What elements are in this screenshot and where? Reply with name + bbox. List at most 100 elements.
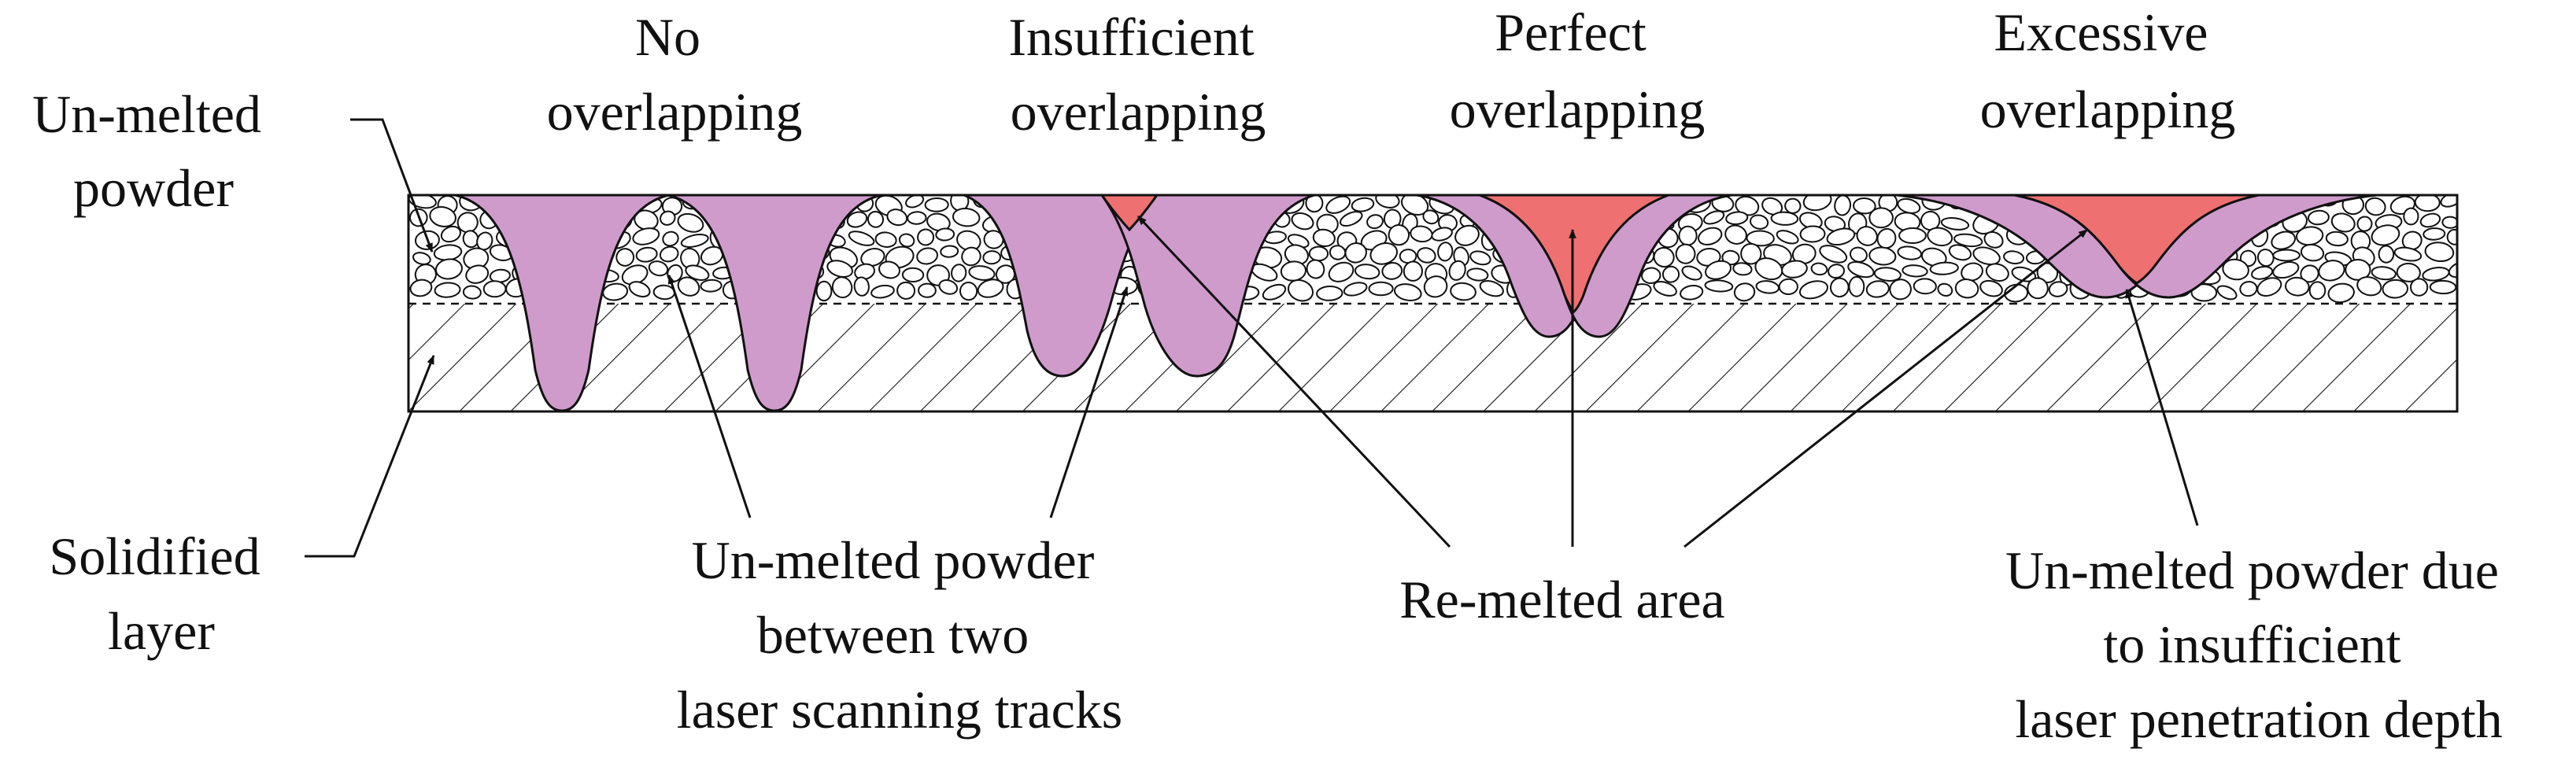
powder-particle (1746, 230, 1775, 247)
powder-particle (848, 231, 875, 246)
powder-particle (907, 211, 927, 225)
leader-between-left (667, 274, 752, 518)
powder-particle (1819, 245, 1848, 264)
powder-particle (1799, 225, 1826, 243)
powder-particle (1448, 260, 1466, 281)
powder-particle (1961, 262, 1983, 282)
powder-particle (1954, 279, 1979, 299)
powder-particle (1698, 227, 1723, 245)
powder-particle (1343, 282, 1368, 297)
powder-particle (854, 263, 875, 281)
powder-particle (959, 281, 978, 301)
powder-particle (952, 208, 981, 227)
powder-particle (1344, 242, 1367, 264)
powder-particle (2222, 258, 2249, 281)
powder-particle (1913, 278, 1937, 295)
powder-particle (1287, 279, 1314, 302)
powder-particle (677, 212, 704, 233)
powder-particle (1937, 282, 1953, 297)
powder-particle (1983, 231, 2004, 249)
label-unmelted-insufficient-penetration: Un-melted powder due to insufficient las… (2005, 540, 2512, 749)
powder-particle (1778, 278, 1798, 296)
powder-particle (412, 252, 431, 265)
powder-particle (1328, 261, 1355, 282)
leader-lines (305, 118, 2199, 558)
powder-particle (2330, 212, 2356, 233)
powder-particle (924, 197, 949, 212)
powder-particle (1781, 260, 1808, 279)
powder-particle (1291, 212, 1314, 231)
powder-particle (1381, 262, 1403, 280)
powder-particle (1770, 211, 1799, 226)
powder-particle (685, 264, 710, 281)
powder-particle (1681, 265, 1702, 281)
powder-particle (2345, 258, 2371, 281)
powder-particle (1339, 211, 1363, 227)
powder-particle (1394, 283, 1422, 301)
powder-particle (2318, 260, 2345, 282)
powder-particle (1450, 282, 1476, 301)
label-solidified-layer: Solidified layer (49, 526, 273, 661)
powder-particle (1940, 217, 1970, 231)
powder-particle (1848, 275, 1865, 297)
powder-particle (831, 276, 853, 299)
label-unmelted-powder: Un-melted powder (32, 84, 275, 218)
leader-between-right (1049, 286, 1129, 518)
leader-remelted-insufficient (1136, 215, 1451, 548)
leader-unmelted-powder (350, 118, 434, 253)
powder-particle (2256, 277, 2282, 297)
powder-particle (1853, 197, 1876, 215)
heading-perfect-overlapping: Perfect overlapping (1450, 2, 1706, 139)
powder-particle (983, 230, 1004, 249)
powder-particle (659, 245, 679, 263)
powder-particle (935, 227, 955, 242)
powder-particle (1312, 228, 1336, 247)
powder-particle (434, 282, 461, 298)
powder-particle (2382, 279, 2409, 299)
powder-particle (1754, 257, 1783, 281)
powder-particle (901, 267, 925, 283)
powder-particle (1308, 245, 1329, 262)
powder-particle (853, 276, 870, 297)
powder-particle (878, 260, 900, 279)
powder-particle (2048, 281, 2068, 297)
powder-particle (1847, 260, 1875, 279)
powder-particle (1454, 224, 1480, 246)
powder-particle (918, 282, 937, 298)
melt-pool-insufficient-right (1100, 194, 1315, 378)
powder-particle (1725, 211, 1749, 226)
powder-particle (1369, 242, 1398, 265)
powder-particle (482, 280, 507, 298)
powder-particle (1810, 262, 1828, 276)
powder-particle (815, 280, 833, 302)
powder-particle (2371, 266, 2397, 281)
powder-particle (2448, 260, 2457, 279)
powder-particle (1368, 281, 1394, 297)
powder-particle (2414, 195, 2441, 212)
powder-particle (2410, 278, 2429, 297)
powder-particle (1776, 230, 1799, 245)
powder-particle (1422, 209, 1440, 225)
powder-particle (2272, 249, 2301, 262)
powder-particle (2251, 265, 2274, 280)
powder-particle (2457, 282, 2480, 297)
powder-particle (870, 284, 895, 299)
label-remelted-area: Re-melted area (1399, 570, 1724, 629)
powder-particle (1479, 279, 1504, 297)
powder-particle (2003, 250, 2025, 265)
powder-particle (2216, 285, 2238, 301)
powder-particle (968, 265, 996, 281)
powder-particle (1403, 260, 1423, 282)
powder-particle (1889, 279, 1912, 301)
powder-particle (1948, 244, 1972, 261)
powder-particle (2325, 231, 2349, 247)
powder-particle (1979, 279, 2003, 297)
leader-remelted-excessive (1683, 228, 2088, 548)
powder-particle (1351, 197, 1375, 212)
powder-particle (940, 245, 959, 258)
powder-particle (1703, 210, 1725, 225)
powder-particle (1865, 280, 1890, 298)
powder-particle (2456, 247, 2457, 268)
powder-particle (1750, 214, 1769, 230)
